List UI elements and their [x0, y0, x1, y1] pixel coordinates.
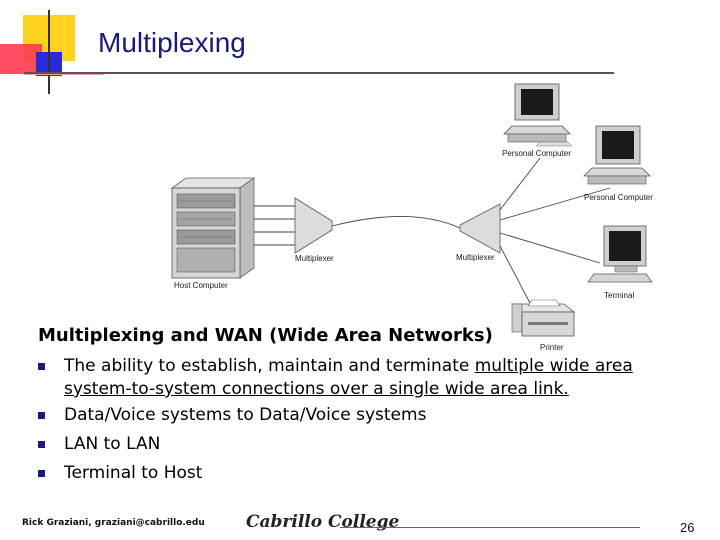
bullet-icon: [38, 412, 45, 419]
title-rule-accent: [24, 74, 104, 75]
bullet-list: The ability to establish, maintain and t…: [38, 352, 698, 488]
section-heading: Multiplexing and WAN (Wide Area Networks…: [38, 325, 493, 346]
cabrillo-logo: Cabrillo College: [246, 512, 400, 532]
bullet-icon: [38, 470, 45, 477]
left-multiplexer-label: Multiplexer: [295, 254, 334, 263]
terminal-icon: [587, 225, 653, 283]
list-item: The ability to establish, maintain and t…: [38, 352, 698, 401]
list-item: Terminal to Host: [38, 459, 698, 488]
bullet-text: The ability to establish, maintain and t…: [64, 356, 475, 376]
list-item: Data/Voice systems to Data/Voice systems: [38, 401, 698, 430]
corner-decoration: [0, 0, 110, 100]
left-multiplexer-icon: [294, 197, 333, 254]
page-number: 26: [680, 520, 695, 535]
personal-computer-label: Personal Computer: [584, 193, 653, 202]
bullet-icon: [38, 441, 45, 448]
vertical-rule: [48, 10, 50, 94]
personal-computer-label: Personal Computer: [502, 149, 571, 158]
host-computer-icon: [170, 177, 256, 279]
host-links: [254, 205, 295, 246]
bullet-text: LAN to LAN: [64, 434, 161, 454]
printer-label: Printer: [540, 343, 564, 352]
bullet-link-text: system-to-system connections over a sing…: [64, 379, 569, 399]
personal-computer-icon: [503, 83, 573, 147]
right-multiplexer-icon: [459, 203, 501, 254]
device-links: [499, 157, 611, 304]
slide-title: Multiplexing: [98, 27, 246, 58]
red-square: [0, 44, 42, 74]
footer-rule: [340, 527, 640, 528]
bullet-link-text: multiple wide area: [474, 356, 633, 376]
title-rule: [24, 72, 614, 74]
footer-author: Rick Graziani, graziani@cabrillo.edu: [22, 518, 205, 528]
host-computer-label: Host Computer: [174, 281, 228, 290]
terminal-label: Terminal: [604, 291, 634, 300]
right-multiplexer-label: Multiplexer: [456, 253, 495, 262]
bullet-text: Terminal to Host: [64, 463, 203, 483]
bullet-text: Data/Voice systems to Data/Voice systems: [64, 405, 427, 425]
bullet-icon: [38, 363, 45, 370]
wide-area-link: [331, 216, 461, 229]
personal-computer-icon: [583, 125, 651, 185]
list-item: LAN to LAN: [38, 430, 698, 459]
multiplexing-diagram: Host Computer Multiplexer Multiplexer Pe…: [170, 83, 653, 352]
printer-icon: [510, 299, 576, 337]
